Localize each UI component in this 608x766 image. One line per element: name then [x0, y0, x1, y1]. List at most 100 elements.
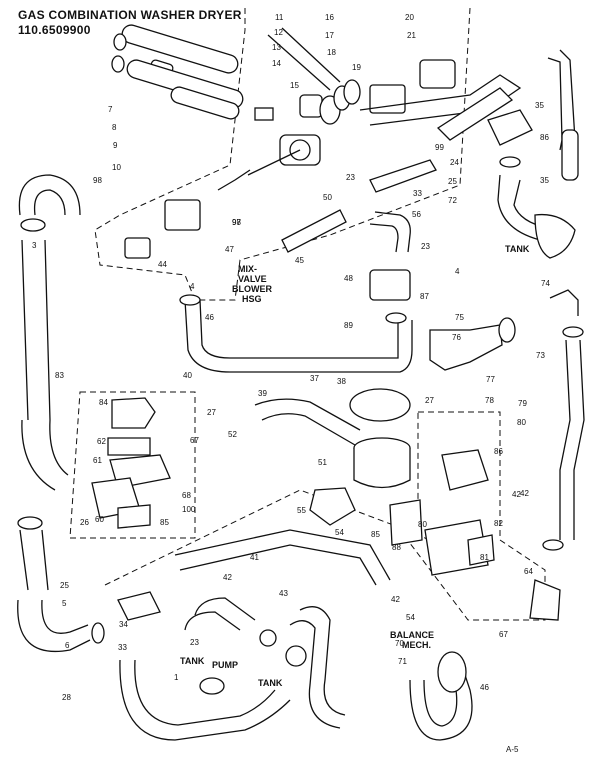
callout-82: 82 — [494, 519, 503, 528]
right-hoses — [429, 289, 585, 551]
callout-17: 17 — [325, 31, 334, 40]
callout-44: 44 — [158, 260, 167, 269]
mixing-valve — [124, 59, 456, 259]
pump-base-60 — [117, 504, 151, 529]
hose-25 — [19, 529, 49, 591]
inlet-hose-lower — [170, 86, 240, 120]
blower-housing-48 — [369, 269, 411, 301]
callout-11: 11 — [275, 13, 284, 22]
label-balance-2: MECH. — [402, 640, 431, 650]
pump-seal — [285, 645, 307, 667]
callout-45: 45 — [295, 256, 304, 265]
hose-45 — [281, 209, 347, 253]
seal-82 — [467, 534, 495, 566]
callout-33: 33 — [118, 643, 127, 652]
pump-cover-80 — [389, 499, 423, 546]
hose-83-upper — [21, 239, 51, 421]
balance-mech — [437, 651, 467, 693]
valve-bracket — [369, 84, 406, 114]
callout-38: 38 — [337, 377, 346, 386]
callout-4: 4 — [455, 267, 460, 276]
callout-46: 46 — [480, 683, 489, 692]
callout-86: 86 — [540, 133, 549, 142]
label-pump: PUMP — [212, 660, 238, 670]
tank-fill-assembly — [487, 109, 576, 259]
callout-48: 48 — [344, 274, 353, 283]
callout-28: 28 — [62, 693, 71, 702]
callout-77: 77 — [486, 375, 495, 384]
callout-27: 27 — [207, 408, 216, 417]
callout-61: 61 — [93, 456, 102, 465]
callout-41: 41 — [250, 553, 259, 562]
clamp-75 — [498, 317, 516, 343]
left-hoses — [17, 174, 105, 652]
clamp-1 — [199, 677, 225, 695]
callout-50: 50 — [323, 193, 332, 202]
callout-80: 80 — [517, 418, 526, 427]
callout-85: 85 — [371, 530, 380, 539]
hose-clamp-4 — [179, 294, 201, 306]
callout-56: 56 — [412, 210, 421, 219]
callout-78: 78 — [485, 396, 494, 405]
callout-6: 6 — [65, 641, 70, 650]
callout-24: 24 — [450, 158, 459, 167]
title-line-1: GAS COMBINATION WASHER DRYER — [18, 8, 242, 22]
hose-43 — [289, 606, 346, 729]
callout-46: 46 — [205, 313, 214, 322]
callout-51: 51 — [318, 458, 327, 467]
callout-86: 86 — [494, 447, 503, 456]
callout-98: 98 — [232, 218, 241, 227]
callout-37: 37 — [310, 374, 319, 383]
callout-64: 64 — [524, 567, 533, 576]
callout-25: 25 — [448, 177, 457, 186]
label-mix-valve-4: HSG — [242, 294, 262, 304]
title-line-2: 110.6509900 — [18, 23, 91, 37]
pump-cover-84 — [111, 397, 156, 429]
callout-8: 8 — [112, 123, 117, 132]
hose-6 — [17, 599, 91, 652]
callout-42: 42 — [223, 573, 232, 582]
callout-5: 5 — [62, 599, 67, 608]
diagram-title: GAS COMBINATION WASHER DRYER 110.6509900 — [18, 8, 242, 38]
hose-73 — [559, 339, 585, 540]
callout-26: 26 — [80, 518, 89, 527]
pump-bracket-76 — [429, 324, 503, 371]
hose-56 — [369, 211, 411, 253]
hose-40 — [184, 299, 413, 373]
gasket-62 — [107, 437, 151, 456]
callout-47: 47 — [225, 245, 234, 254]
callout-100: 100 — [182, 505, 196, 514]
callout-33: 33 — [413, 189, 422, 198]
hose-52 — [254, 398, 361, 446]
lower-hoses — [117, 529, 473, 741]
callout-7: 7 — [108, 105, 113, 114]
callout-83: 83 — [55, 371, 64, 380]
callout-3: 3 — [32, 241, 37, 250]
vent-cap — [487, 109, 533, 146]
callout-79: 79 — [518, 399, 527, 408]
callout-89: 89 — [344, 321, 353, 330]
callout-25: 25 — [60, 581, 69, 590]
callout-72: 72 — [448, 196, 457, 205]
label-mix-valve-3: BLOWER — [232, 284, 272, 294]
hose-41 — [174, 529, 391, 586]
right-pump-group-boundary — [399, 411, 546, 621]
callout-73: 73 — [536, 351, 545, 360]
label-mix-valve-1: MIX- — [238, 264, 257, 274]
label-tank-bottom: TANK — [258, 678, 283, 688]
callout-42: 42 — [520, 489, 529, 498]
blower-drum-51 — [353, 448, 411, 489]
callout-88: 88 — [392, 543, 401, 552]
callout-84: 84 — [99, 398, 108, 407]
valve-coil — [299, 94, 323, 118]
callout-10: 10 — [112, 163, 121, 172]
pump-64 — [529, 579, 561, 621]
label-tank-top: TANK — [505, 244, 530, 254]
clamp-4-right — [562, 326, 584, 338]
callout-35: 35 — [540, 176, 549, 185]
text-labels: MIX- VALVE BLOWER HSG TANK TANK PUMP TAN… — [180, 244, 530, 754]
hose-washer — [113, 33, 127, 51]
fill-elbow — [124, 237, 151, 259]
callout-18: 18 — [327, 48, 336, 57]
tank-fitting — [534, 213, 576, 259]
